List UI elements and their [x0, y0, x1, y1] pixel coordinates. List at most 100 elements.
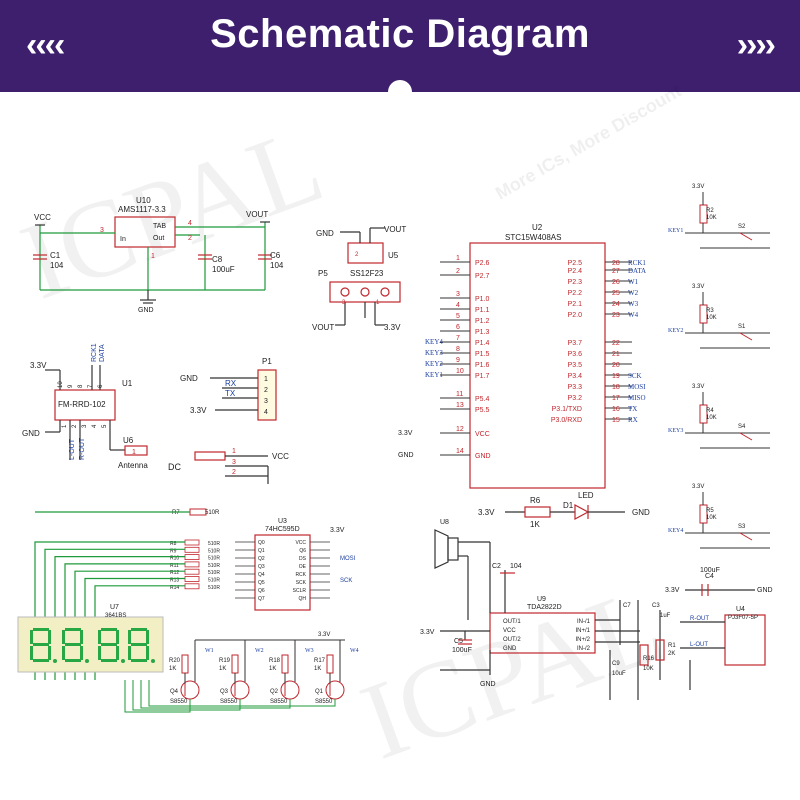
transistor-body	[180, 680, 200, 700]
key-r-val: 10K	[706, 515, 717, 521]
regulator-gnd: GND	[138, 307, 154, 314]
radio-top-pin: 10	[58, 381, 64, 388]
segment-resistor-ref: R11	[170, 563, 179, 569]
mcu-right-pin-name: P2.2	[568, 290, 583, 297]
regulator-pin-tab: TAB	[153, 223, 166, 230]
radio-data: DATA	[99, 344, 106, 362]
transistor-body	[325, 680, 345, 700]
mcu-left-pin-name: P1.2	[475, 318, 490, 325]
fm-radio	[45, 365, 148, 460]
c4-gnd: GND	[757, 587, 773, 594]
mcu-right-net: DATA	[628, 267, 646, 275]
mcu-left-pin-name: P5.5	[475, 407, 490, 414]
r7-val: 510R	[205, 510, 220, 516]
transistor-net: W1	[205, 648, 214, 654]
radio-top-pin: 9	[68, 384, 74, 388]
radio-bottom-pin: 3	[82, 424, 88, 428]
dc-jack	[194, 451, 269, 484]
vout-label: VOUT	[246, 210, 268, 219]
mcu-right-pin-name: P2.3	[568, 279, 583, 286]
mcu-left-pin-num: 7	[456, 335, 460, 342]
mcu-right-pin-name: P3.7	[568, 340, 583, 347]
transistor-part: S8550	[270, 699, 288, 705]
key-r-val: 10K	[706, 415, 717, 421]
regulator-out-pin: 2	[188, 235, 192, 242]
radio-3v3: 3.3V	[30, 361, 47, 370]
mcu-left-pin-num: 6	[456, 324, 460, 331]
c8-val: 100uF	[212, 265, 235, 274]
transistor-ref: Q3	[220, 689, 229, 695]
power-switch	[329, 227, 401, 326]
transistor-ref: Q2	[270, 689, 279, 695]
switch-vout-bottom: VOUT	[312, 323, 334, 332]
radio-rout: R-OUT	[79, 437, 86, 460]
mcu-right-pin-num: 27	[612, 268, 620, 275]
segment	[116, 630, 119, 644]
mcu-right-net: RX	[628, 416, 638, 424]
antenna-pin: 1	[132, 449, 136, 456]
mcu-left-pin-num: 14	[456, 448, 464, 455]
segment	[101, 628, 117, 631]
segment	[30, 630, 33, 644]
base-resistor	[231, 654, 239, 674]
led-gnd: GND	[632, 508, 650, 517]
r16-ref: R16	[643, 656, 655, 662]
shift-left-pin: Q2	[258, 556, 265, 562]
c8-ref: C8	[212, 255, 223, 264]
amp-3v3: 3.3V	[420, 629, 435, 636]
amp-right-pin: IN-/1	[577, 619, 591, 625]
regulator-pin-in: In	[120, 236, 126, 243]
c9-ref: C9	[612, 661, 620, 667]
regulator-ref: U10	[136, 196, 151, 205]
led-circuit	[505, 503, 625, 521]
shift-left-pin: Q4	[258, 572, 265, 578]
mcu-left-pin-num: 13	[456, 402, 464, 409]
transistor-r-ref: R17	[314, 658, 326, 664]
segment	[48, 646, 51, 660]
shift-left-pin: Q1	[258, 548, 265, 554]
mcu-left-net: KEY2	[425, 360, 443, 368]
uart-header	[210, 369, 277, 421]
switch-pin2: 2	[355, 252, 359, 258]
amp-part: TDA2822D	[527, 604, 562, 611]
digit-driver-transistors: R201KW1Q4S8550R191KW2Q3S8550R181KW3Q2S85…	[124, 632, 359, 713]
segment	[128, 646, 131, 660]
transistor-body	[280, 680, 300, 700]
transistor-net: W2	[255, 648, 264, 654]
shift-right-pin: Q6	[299, 548, 306, 554]
key-net: KEY2	[668, 328, 683, 334]
segment	[80, 646, 83, 660]
header-pin: 4	[264, 409, 268, 416]
display-part: 3641BS	[105, 613, 126, 619]
segment	[101, 659, 117, 662]
segment-resistor-ref: R12	[170, 570, 179, 576]
radio-top-pin: 7	[88, 384, 94, 388]
key-switch-ref: S4	[738, 424, 746, 430]
mcu-left-pin-num: 4	[456, 302, 460, 309]
amp-right-pin: IN+/2	[575, 637, 590, 643]
r1-ref: R1	[668, 643, 676, 649]
c2-ref: C2	[492, 563, 501, 570]
mcu-left-pin-name: GND	[475, 453, 491, 460]
mcu-right-net: W3	[628, 300, 639, 308]
key-r-ref: R4	[706, 408, 714, 414]
mcu-right-pin-num: 25	[612, 290, 620, 297]
mcu-right-pin-num: 24	[612, 301, 620, 308]
dc-pin2: 2	[232, 469, 236, 476]
radio-bottom-pin: 2	[72, 424, 78, 428]
amp-left-pin: OUT/1	[503, 619, 521, 625]
mcu-right-pin-name: P3.0/RXD	[551, 417, 582, 424]
mcu-left-net: KEY1	[425, 371, 443, 379]
shift-right-pin: OE	[299, 564, 307, 570]
radio-bottom-pin: 4	[92, 424, 98, 428]
regulator-block	[33, 216, 272, 304]
mcu-right-pin-num: 18	[612, 384, 620, 391]
mcu-ref: U2	[532, 223, 543, 232]
transistor-r-ref: R19	[219, 658, 231, 664]
mcu-right-net: W2	[628, 289, 639, 297]
segment	[48, 630, 51, 644]
